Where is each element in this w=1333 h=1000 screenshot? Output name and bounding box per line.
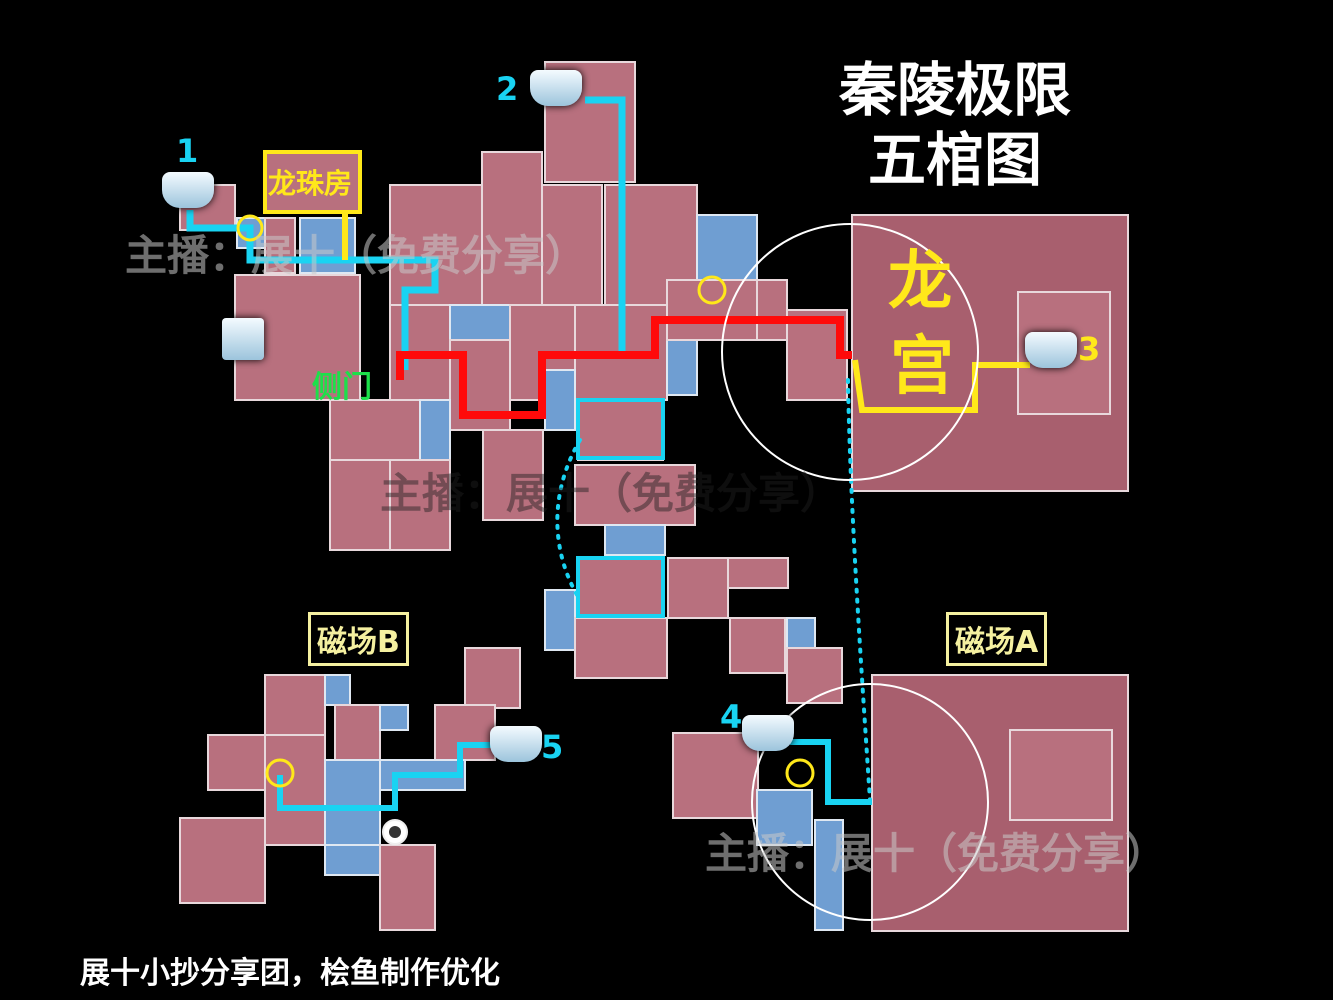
map-title-line2: 五棺图	[867, 126, 1042, 194]
coffin-1-number: 1	[176, 132, 199, 170]
coffin-5-icon[interactable]	[490, 726, 542, 762]
footer-credit: 展十小抄分享团，桧鱼制作优化	[80, 956, 500, 991]
magnetic-field-b-label: 磁场B	[308, 612, 409, 666]
coffin-3-icon[interactable]	[1025, 332, 1077, 368]
rooms	[179, 61, 1129, 932]
coffin-1-icon[interactable]	[162, 172, 214, 208]
watermark: 主播：展十（免费分享）	[125, 231, 588, 280]
coffin-2-number: 2	[496, 70, 519, 108]
routes	[186, 96, 1030, 921]
watermark: 主播：展十（免费分享）	[380, 469, 843, 518]
watermark: 主播：展十（免费分享）	[705, 829, 1168, 878]
coffin-2-icon[interactable]	[530, 70, 582, 106]
side-door-label: 侧门	[312, 370, 372, 405]
dragon-palace-label-1: 龙	[888, 245, 952, 319]
dragon-palace-label-2: 宫	[890, 330, 954, 404]
magnetic-field-a-label: 磁场A	[946, 612, 1048, 666]
coffin-5-number: 5	[541, 728, 564, 766]
dragon-pearl-room-label: 龙珠房	[268, 167, 353, 200]
coffin-3-number: 3	[1078, 330, 1101, 368]
exit-door-icon[interactable]	[222, 318, 264, 360]
coffin-4-number: 4	[720, 698, 743, 736]
coffin-4-icon[interactable]	[742, 715, 794, 751]
map-title-line1: 秦陵极限	[838, 56, 1071, 124]
